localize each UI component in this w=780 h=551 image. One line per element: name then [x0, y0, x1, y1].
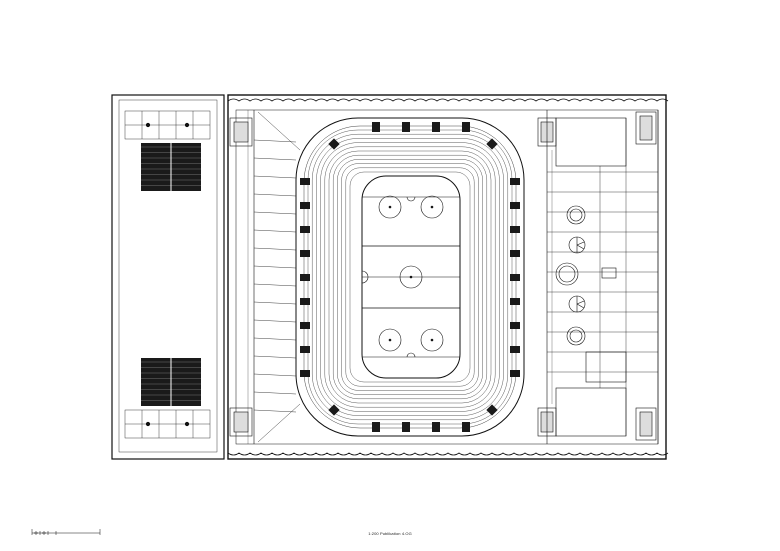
concourse-diagonal	[257, 403, 301, 443]
vomitory-right	[510, 298, 520, 305]
seat-row	[324, 146, 496, 408]
vomitory-left	[300, 274, 310, 281]
left-stair-top	[141, 143, 201, 191]
vomitory-left	[300, 322, 310, 329]
vomitory-left	[300, 202, 310, 209]
seat-row	[345, 167, 475, 387]
concourse-line	[253, 301, 297, 305]
seat-row	[341, 163, 479, 391]
vomitory-bottom	[462, 422, 470, 432]
concourse-line	[253, 283, 297, 287]
facade-scallops-top	[227, 98, 669, 102]
spiral-stair-1	[568, 236, 586, 254]
vomitory-right	[510, 322, 520, 329]
vomitory-right	[510, 250, 520, 257]
vomitory-bottom	[402, 422, 410, 432]
vomitory-right	[510, 202, 520, 209]
seat-row	[349, 171, 471, 383]
concourse-line	[253, 211, 297, 215]
vomitory-left	[300, 250, 310, 257]
facade-scallops-bottom	[227, 452, 669, 456]
concourse-line	[253, 355, 297, 359]
facade-scallop	[227, 98, 669, 102]
core-bottom-left	[229, 407, 253, 437]
vomitory-corner	[486, 138, 498, 150]
top-skylight-grid	[124, 110, 211, 140]
concourse-diagonal	[257, 111, 301, 151]
vomitory-left	[300, 226, 310, 233]
scale-bar	[31, 529, 101, 535]
bottom-skylight-grid	[124, 409, 211, 439]
vomitory-left	[300, 370, 310, 377]
seat-row	[337, 159, 483, 395]
concourse-line	[253, 193, 297, 197]
concourse-line	[253, 247, 297, 251]
concourse-line	[253, 265, 297, 269]
vomitory-bottom	[432, 422, 440, 432]
vomitory-top	[372, 122, 380, 132]
vomitory-top	[462, 122, 470, 132]
facade-scallop	[227, 452, 669, 456]
concourse-line	[253, 139, 297, 143]
vomitory-bottom	[372, 422, 380, 432]
core-top-left	[229, 117, 253, 147]
drawing-caption: 1:200 Publikation 4.OG	[368, 531, 412, 536]
seat-row	[312, 134, 508, 420]
vomitory-corner	[328, 138, 340, 150]
seat-row	[316, 138, 504, 416]
concourse-line	[253, 229, 297, 233]
seat-row	[333, 155, 487, 399]
vomitory-right	[510, 370, 520, 377]
concourse-line	[253, 319, 297, 323]
tank-2	[555, 262, 579, 286]
left-annex	[111, 94, 225, 460]
seating-rows	[307, 129, 513, 425]
right-service-wing	[546, 110, 659, 444]
tank-3	[566, 326, 586, 346]
concourse-line	[253, 391, 297, 395]
vomitory-left	[300, 346, 310, 353]
spiral-stair-2	[568, 295, 586, 313]
vomitory-left	[300, 178, 310, 185]
vomitory-top	[432, 122, 440, 132]
concourse-line	[253, 337, 297, 341]
vomitory-right	[510, 274, 520, 281]
vomitory-top	[402, 122, 410, 132]
concourse-line	[253, 409, 297, 413]
vomitory-left	[300, 298, 310, 305]
seat-row	[328, 150, 492, 404]
concourse-line	[253, 373, 297, 377]
seating-bowl	[295, 117, 525, 437]
vomitory-right	[510, 178, 520, 185]
concourse-line	[253, 175, 297, 179]
vomitory-right	[510, 226, 520, 233]
vomitory-right	[510, 346, 520, 353]
vomitory-corner	[486, 404, 498, 416]
left-concourse-ramps	[253, 111, 301, 443]
vomitory-corner	[328, 404, 340, 416]
left-stair-bottom	[141, 358, 201, 406]
ice-rink	[361, 175, 461, 379]
seat-row	[320, 142, 500, 412]
vomitories	[300, 122, 520, 432]
tank-1	[566, 205, 586, 225]
concourse-line	[253, 157, 297, 161]
